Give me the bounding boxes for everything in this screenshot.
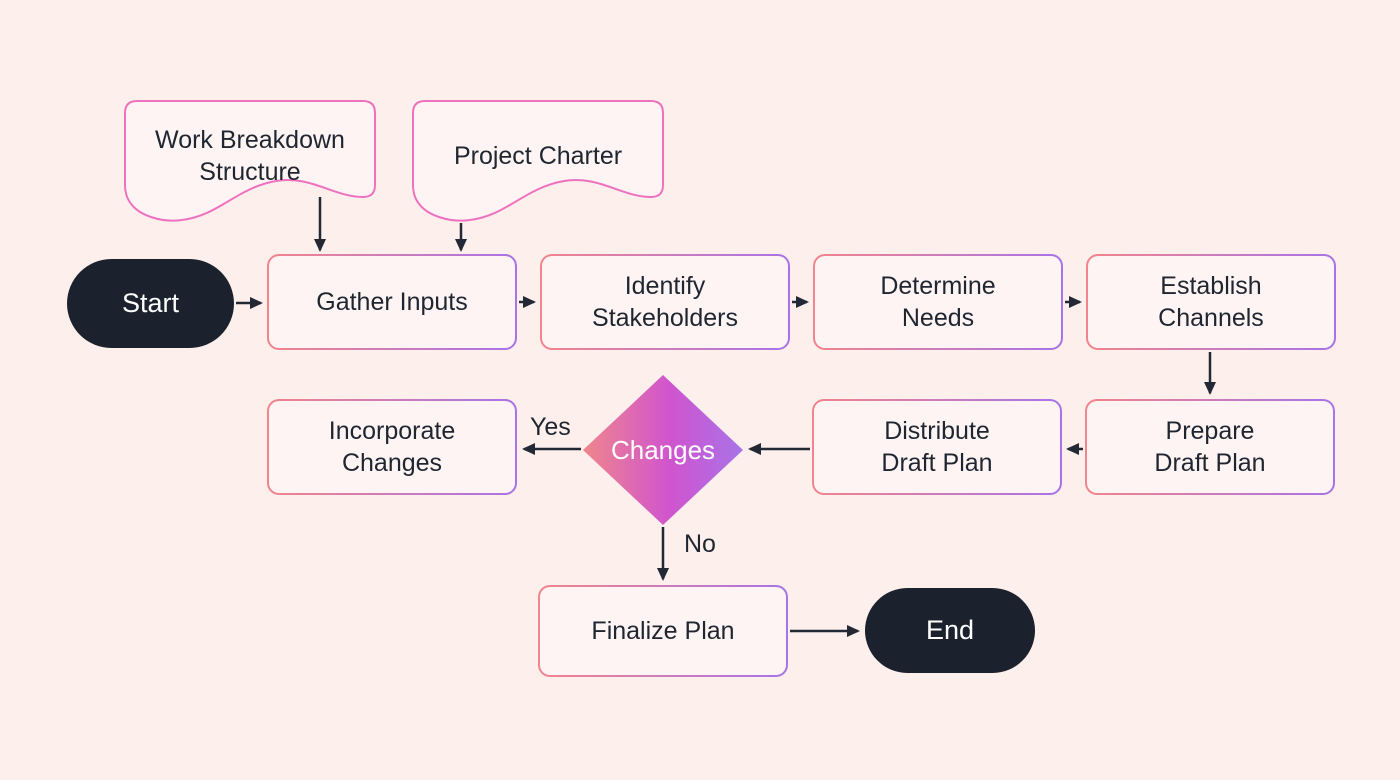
decision-label: Changes	[610, 434, 716, 465]
node-label-line: Gather Inputs	[316, 287, 468, 316]
node-label-line: Channels	[1158, 304, 1264, 332]
node-label: Incorporate Changes	[269, 401, 515, 493]
process-incorporate-changes: Incorporate Changes	[267, 399, 517, 495]
document-label-line: Work Breakdown	[155, 125, 345, 154]
node-label: Gather Inputs	[269, 256, 515, 348]
node-label-line: Needs	[901, 304, 975, 332]
node-label-line: Draft Plan	[881, 449, 993, 477]
process-identify-stakeholders: Identify Stakeholders	[540, 254, 790, 350]
process-distribute-draft-plan: Distribute Draft Plan	[812, 399, 1062, 495]
start-terminal: Start	[67, 259, 234, 348]
node-label: Establish Channels	[1088, 256, 1334, 348]
node-label-line: Draft Plan	[1154, 449, 1266, 477]
node-label: Finalize Plan	[540, 587, 786, 675]
node-label-line: Prepare	[1165, 416, 1255, 445]
node-label: Distribute Draft Plan	[814, 401, 1060, 493]
process-prepare-draft-plan: Prepare Draft Plan	[1085, 399, 1335, 495]
process-establish-channels: Establish Channels	[1086, 254, 1336, 350]
node-label: Determine Needs	[815, 256, 1061, 348]
document-project-charter: Project Charter	[412, 100, 664, 228]
process-finalize-plan: Finalize Plan	[538, 585, 788, 677]
document-work-breakdown-structure: Work Breakdown Structure	[124, 100, 376, 228]
decision-changes: Changes	[582, 374, 744, 526]
process-gather-inputs: Gather Inputs	[267, 254, 517, 350]
node-label-line: Stakeholders	[592, 304, 738, 332]
diamond-shape	[583, 375, 743, 525]
document-label-line: Project Charter	[453, 141, 623, 170]
node-label-line: Distribute	[884, 416, 990, 445]
document-label: Work Breakdown Structure	[124, 100, 376, 212]
node-label-line: Finalize Plan	[591, 616, 735, 645]
node-label-line: Determine	[880, 271, 996, 300]
node-label-line: Changes	[341, 449, 443, 477]
document-label: Project Charter	[412, 100, 664, 212]
node-label-line: Incorporate	[328, 416, 456, 445]
process-determine-needs: Determine Needs	[813, 254, 1063, 350]
node-label: Identify Stakeholders	[542, 256, 788, 348]
edge-label-no: No	[684, 530, 716, 558]
end-label: End	[925, 615, 975, 645]
node-label-line: Establish	[1160, 271, 1262, 300]
node-label: Prepare Draft Plan	[1087, 401, 1333, 493]
document-shape	[412, 100, 664, 222]
end-terminal: End	[865, 588, 1035, 673]
start-label: Start	[121, 288, 180, 318]
node-label-line: Identify	[624, 271, 706, 300]
document-shape	[124, 100, 376, 222]
edge-label-yes: Yes	[530, 413, 571, 441]
document-label-line: Structure	[199, 158, 301, 186]
